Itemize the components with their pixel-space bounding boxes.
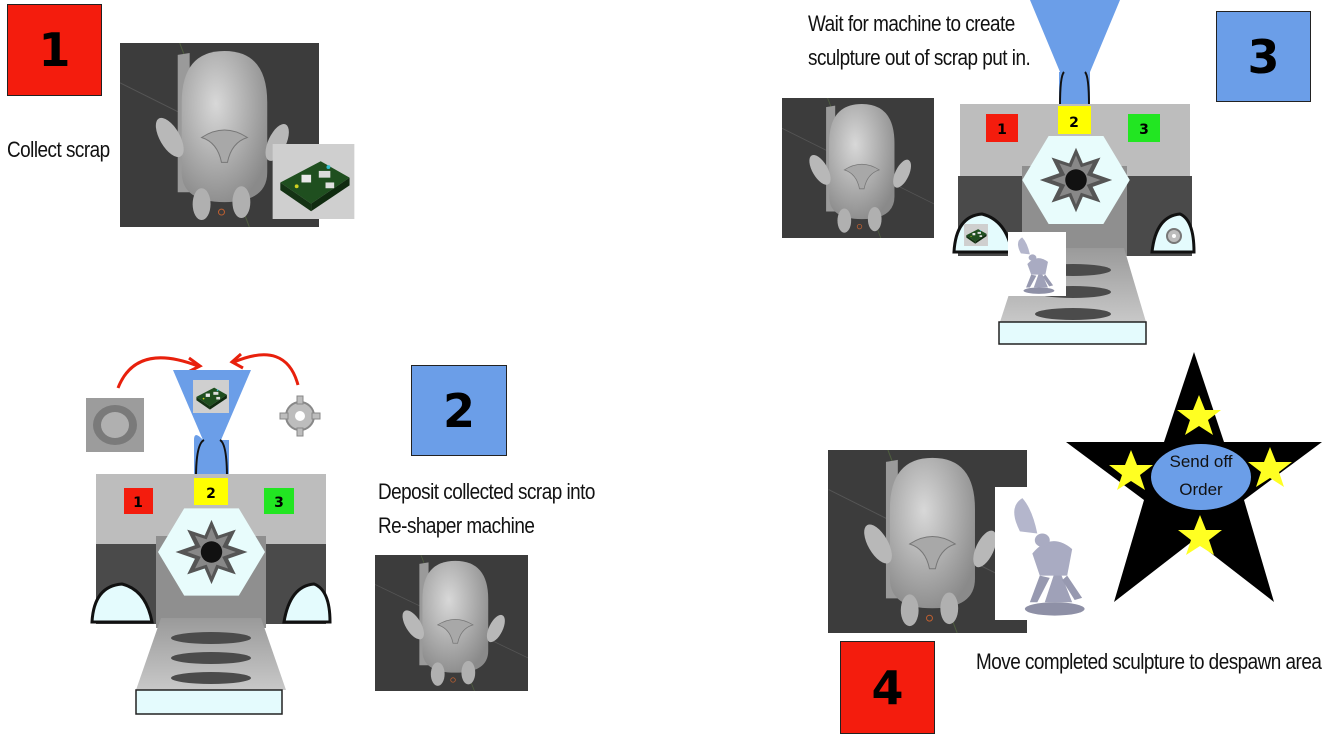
step-3-caption-line1: Wait for machine to create (808, 11, 1015, 36)
reshaper-machine-step2: 1 2 3 (86, 340, 336, 718)
robot-render-4 (828, 450, 1027, 633)
slot-3-label-step3: 3 (1139, 122, 1149, 138)
send-off-star[interactable]: Send off Order (1064, 350, 1323, 606)
step-4-caption: Move completed sculpture to despawn area (976, 649, 1322, 674)
slot-1-label: 1 (133, 495, 143, 511)
step-1-number: 1 (38, 23, 71, 77)
slot-1-label-step3: 1 (997, 122, 1007, 138)
step-3-number: 3 (1247, 29, 1280, 84)
robot-render-3 (782, 98, 934, 238)
step-2-badge: 2 (411, 365, 507, 456)
step-3-badge: 3 (1216, 11, 1311, 102)
step-4-number: 4 (871, 660, 904, 715)
step-4-badge: 4 (840, 641, 935, 734)
step-2-number: 2 (442, 383, 475, 438)
arrow-right-icon (233, 353, 300, 386)
arrow-left-icon (116, 356, 199, 389)
step-2-caption-line2: Re-shaper machine (378, 513, 535, 538)
reshaper-machine-step3: 1 2 3 (952, 0, 1197, 346)
robot-render-2 (375, 555, 528, 691)
slot-2-label: 2 (206, 486, 216, 502)
star-line2: Order (1179, 480, 1223, 499)
slot-2-label-step3: 2 (1069, 115, 1079, 131)
star-line1: Send off (1169, 452, 1232, 471)
step-3-caption-line2: sculpture out of scrap put in. (808, 45, 1031, 70)
gear-icon (279, 395, 321, 437)
circuit-board-image (271, 144, 356, 219)
step-1-caption: Collect scrap (7, 137, 110, 162)
step-1-badge: 1 (7, 4, 102, 96)
star-icon (1109, 395, 1292, 555)
step-2-caption-line1: Deposit collected scrap into (378, 479, 595, 504)
slot-3-label: 3 (274, 495, 284, 511)
